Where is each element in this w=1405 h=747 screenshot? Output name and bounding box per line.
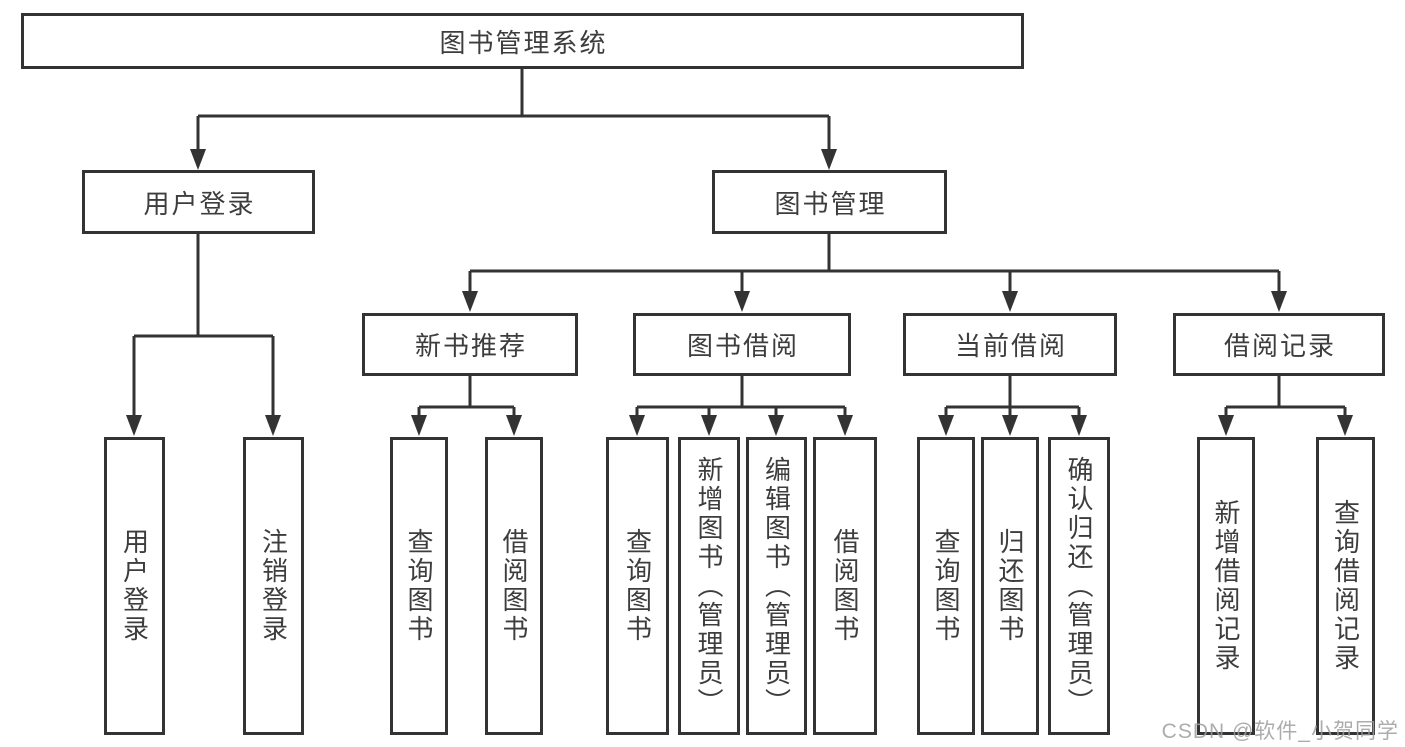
arrow-down-icon [821,149,837,170]
leaf-borrow-books: 借阅图书 [813,437,877,735]
arrow-down-icon [938,415,954,436]
node-borrowing-records: 借阅记录 [1173,313,1385,376]
leaf-user-login: 用户登录 [104,437,165,735]
arrow-down-icon [190,149,206,170]
arrow-down-icon [837,415,853,436]
node-user-login: 用户登录 [82,170,315,234]
node-book-borrowing: 图书借阅 [633,313,851,376]
arrow-down-icon [1002,415,1018,436]
leaf-query-borrow-record: 查询借阅记录 [1316,437,1375,735]
arrow-down-icon [1271,291,1287,312]
leaf-add-borrow-record: 新增借阅记录 [1197,437,1255,735]
node-library-management-system: 图书管理系统 [21,13,1024,69]
node-current-borrowing: 当前借阅 [903,313,1117,376]
leaf-edit-books-admin: 编辑图书（管理员） [746,437,807,735]
arrow-down-icon [411,415,427,436]
leaf-borrow-books: 借阅图书 [485,437,543,735]
arrow-down-icon [734,291,750,312]
arrow-down-icon [701,415,717,436]
leaf-query-books: 查询图书 [390,437,448,735]
tree-connector-path [132,69,1347,420]
arrow-down-icon [462,291,478,312]
leaf-logout: 注销登录 [243,437,304,735]
leaf-confirm-return-admin: 确认归还（管理员） [1048,437,1110,735]
node-book-management: 图书管理 [712,170,947,234]
arrow-down-icon [265,415,281,436]
csdn-watermark: CSDN @软件_小贺同学 [1161,720,1399,743]
arrow-down-icon [1071,415,1087,436]
leaf-query-books: 查询图书 [606,437,669,735]
arrow-down-icon [126,415,142,436]
leaf-add-books-admin: 新增图书（管理员） [678,437,740,735]
arrow-down-icon [1337,415,1353,436]
arrow-down-icon [768,415,784,436]
arrow-down-icon [506,415,522,436]
node-new-book-recommendation: 新书推荐 [362,313,578,376]
leaf-query-books: 查询图书 [917,437,975,735]
arrow-down-icon [1002,291,1018,312]
leaf-return-books: 归还图书 [981,437,1039,735]
arrow-down-icon [1218,415,1234,436]
arrow-down-icon [629,415,645,436]
